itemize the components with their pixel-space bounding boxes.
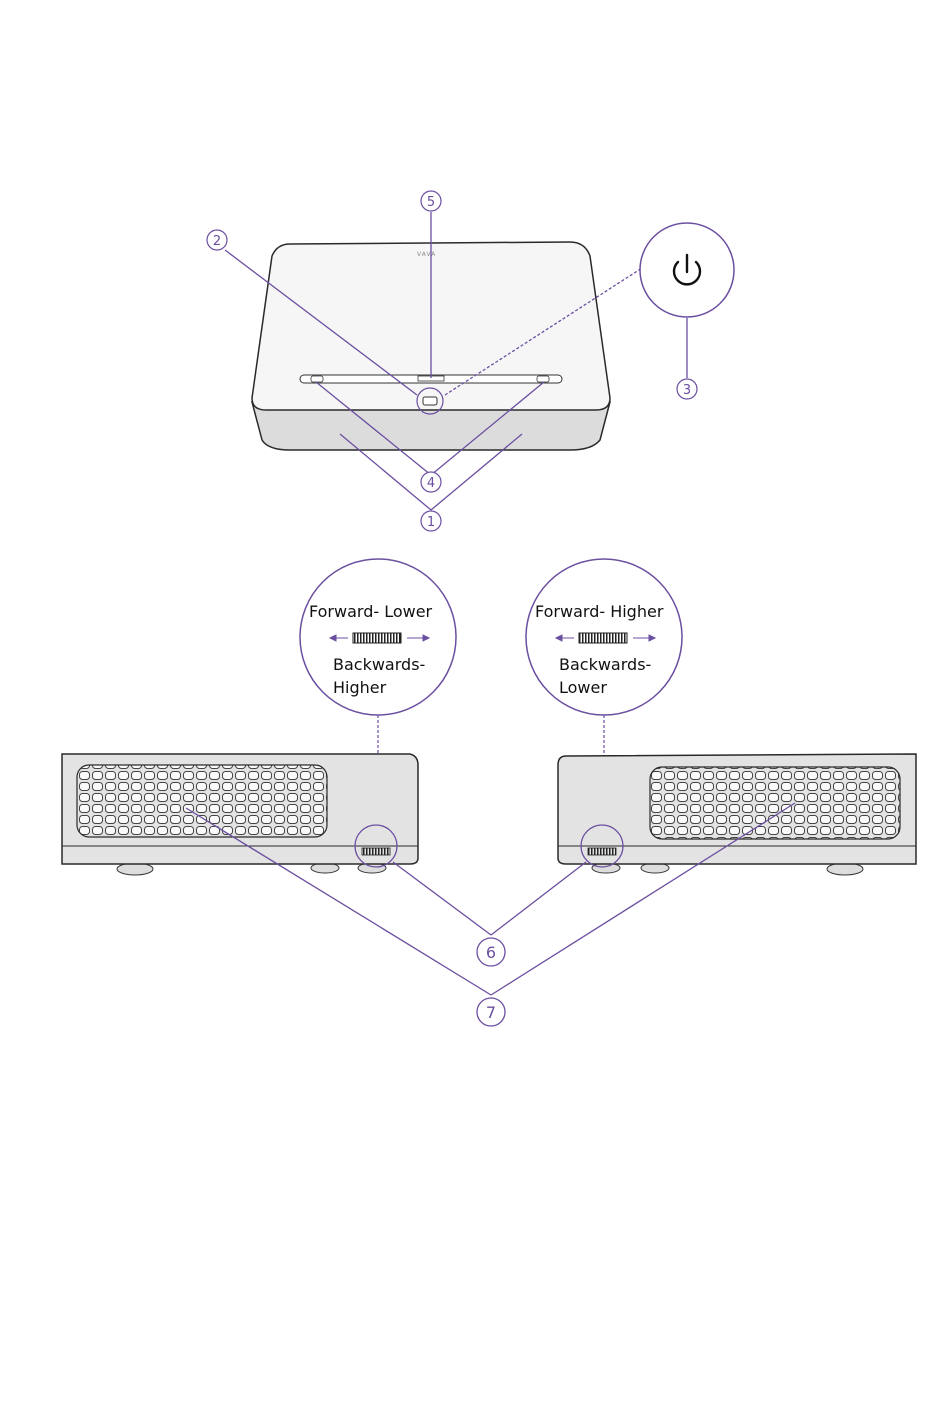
adjuster-wheel-icon [579, 633, 627, 643]
callout-2: 2 [207, 230, 227, 250]
callout-3: 3 [677, 379, 697, 399]
callout-6: 6 [477, 938, 505, 966]
brand-logo: VAVA [417, 251, 436, 258]
svg-text:Backwards-: Backwards- [559, 655, 651, 674]
callout-4: 4 [421, 472, 441, 492]
callout-7: 7 [477, 998, 505, 1026]
projector-side-left [62, 754, 418, 875]
svg-text:Forward- Higher: Forward- Higher [535, 602, 664, 621]
svg-text:3: 3 [683, 383, 691, 398]
adjuster-wheel[interactable] [362, 848, 390, 855]
power-button-small[interactable] [423, 397, 437, 405]
callout-5: 5 [421, 191, 441, 211]
svg-text:2: 2 [213, 234, 221, 249]
adjuster-wheel-icon [353, 633, 401, 643]
svg-text:1: 1 [427, 515, 435, 530]
svg-text:7: 7 [486, 1003, 496, 1022]
callout-1: 1 [421, 511, 441, 531]
svg-text:6: 6 [486, 943, 496, 962]
right-adjust-zoom: Forward- Higher Backwards- Lower [526, 559, 682, 715]
left-adjust-zoom: Forward- Lower Backwards- Higher [300, 559, 456, 715]
svg-text:Forward- Lower: Forward- Lower [309, 602, 433, 621]
svg-text:Higher: Higher [333, 678, 387, 697]
svg-text:Lower: Lower [559, 678, 607, 697]
svg-text:4: 4 [427, 476, 435, 491]
speaker-grille [650, 767, 900, 839]
adjuster-wheel[interactable] [588, 848, 616, 855]
svg-text:Backwards-: Backwards- [333, 655, 425, 674]
speaker-grille [77, 765, 327, 837]
svg-text:5: 5 [427, 195, 435, 210]
power-zoom [640, 223, 734, 317]
projector-side-right [558, 754, 916, 875]
